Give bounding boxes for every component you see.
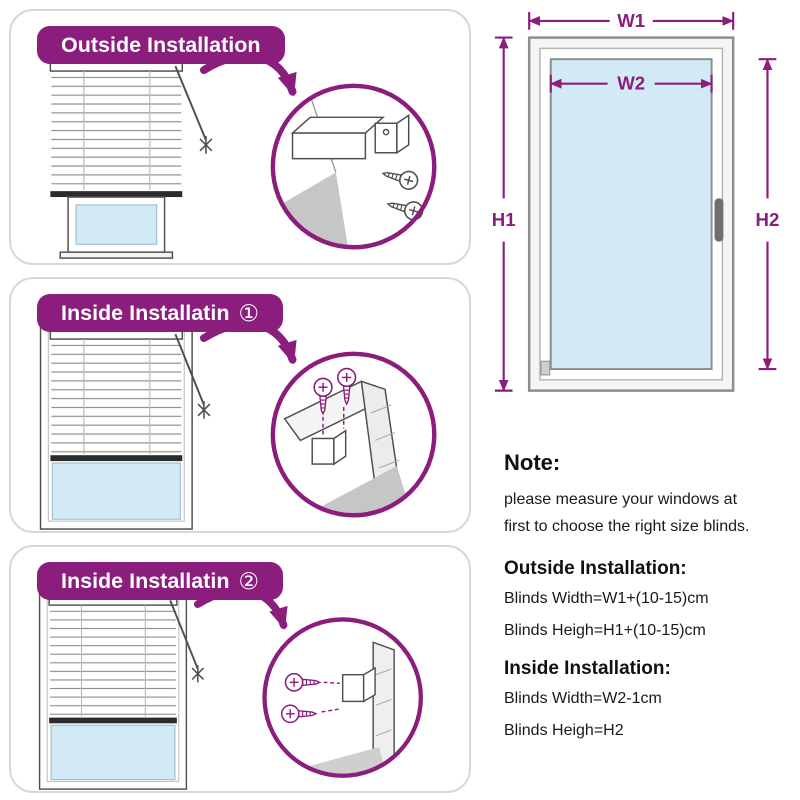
note-title: Note: (504, 450, 561, 475)
measurement-notes: Note: please measure your windows at fir… (488, 434, 798, 740)
bracket-detail-circle (270, 83, 437, 250)
wand-tip-icon (197, 401, 211, 419)
panel-outside-installation: Outside Installation (9, 9, 471, 265)
bracket-detail-circle (262, 617, 423, 778)
inside-width-formula: Blinds Width=W2-1cm (504, 690, 662, 708)
panel-title-banner: Inside Installatin ① (37, 294, 284, 332)
panel-title: Outside Installation (61, 32, 261, 57)
blinds-window-drawing (38, 586, 205, 790)
inside-installation-heading: Inside Installation: (504, 658, 671, 680)
dimension-w1: W1 (528, 10, 735, 31)
wand-tip-icon (191, 665, 205, 683)
inside-installation-1-illustration (39, 319, 437, 530)
blinds-window-drawing (39, 319, 211, 530)
label-h1: H1 (492, 209, 516, 230)
note-text-line-1: please measure your windows at (504, 491, 738, 508)
bracket-detail-circle (270, 351, 437, 518)
blinds-window-drawing (49, 61, 213, 259)
note-text-line-2: first to choose the right size blinds. (504, 518, 750, 536)
dimension-w2: W2 (549, 73, 713, 94)
label-w2: W2 (617, 73, 645, 94)
window-frame (527, 36, 735, 392)
tilt-wand (174, 65, 207, 141)
step-number-badge: ① (238, 299, 260, 326)
panel-title: Inside Installatin (61, 568, 230, 593)
tilt-wand (174, 333, 205, 406)
panel-inside-installation-1: Inside Installatin ① (9, 277, 471, 533)
panel-inside-installation-2: Inside Installatin ② (9, 545, 471, 793)
measurement-column: W1 W2 H1 H2 (488, 0, 798, 754)
dimension-h2: H2 (756, 58, 780, 371)
outside-height-formula: Blinds Heigh=H1+(10-15)cm (504, 622, 706, 640)
outside-installation-illustration (49, 52, 437, 259)
outside-installation-heading: Outside Installation: (504, 558, 687, 580)
tilt-wand (169, 600, 199, 670)
label-h2: H2 (756, 209, 780, 230)
step-number-badge: ② (238, 567, 260, 594)
window-hinge-icon (540, 360, 551, 376)
window-measurement-diagram: W1 W2 H1 H2 (492, 10, 780, 392)
dimension-h1: H1 (492, 36, 516, 392)
wand-tip-icon (199, 136, 213, 154)
label-w1: W1 (617, 10, 645, 31)
panel-title-banner: Outside Installation (37, 26, 285, 64)
window-handle-icon (714, 198, 724, 242)
outside-width-formula: Blinds Width=W1+(10-15)cm (504, 590, 709, 608)
panel-title: Inside Installatin (61, 300, 230, 325)
panel-title-banner: Inside Installatin ② (37, 562, 284, 600)
inside-height-formula: Blinds Heigh=H2 (504, 722, 624, 740)
